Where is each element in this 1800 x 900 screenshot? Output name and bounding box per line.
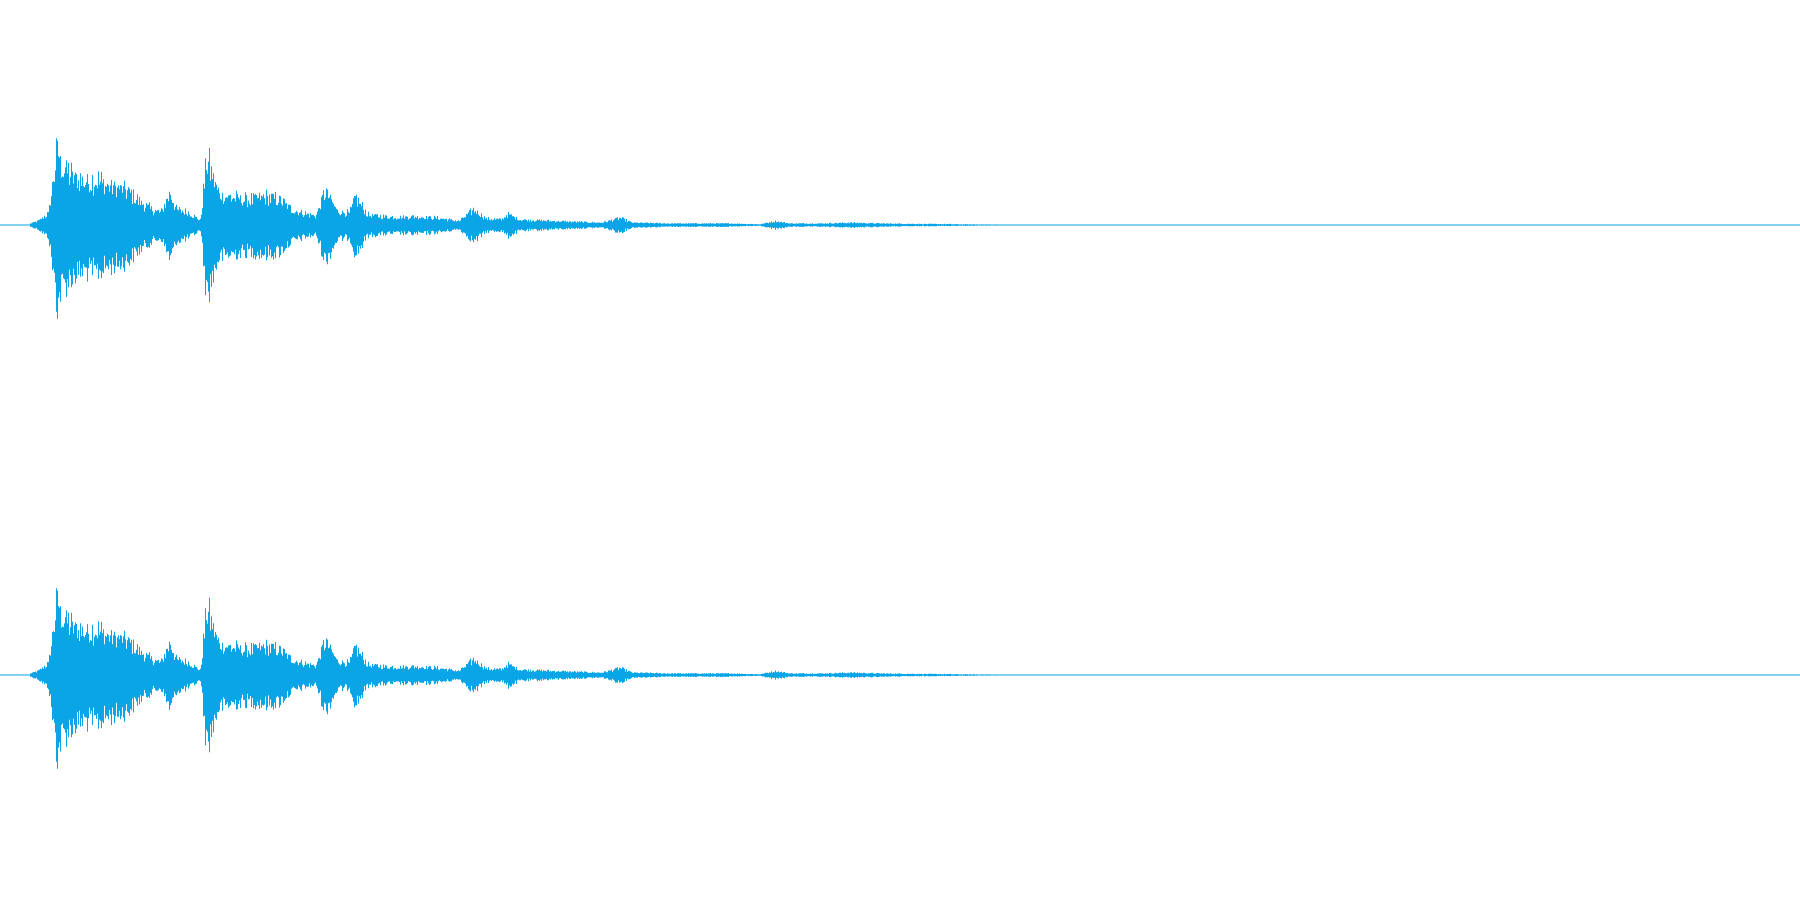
channel-right[interactable] — [0, 588, 1800, 769]
channel-waveform — [30, 138, 996, 319]
channel-left[interactable] — [0, 138, 1800, 319]
channel-waveform — [30, 588, 996, 769]
